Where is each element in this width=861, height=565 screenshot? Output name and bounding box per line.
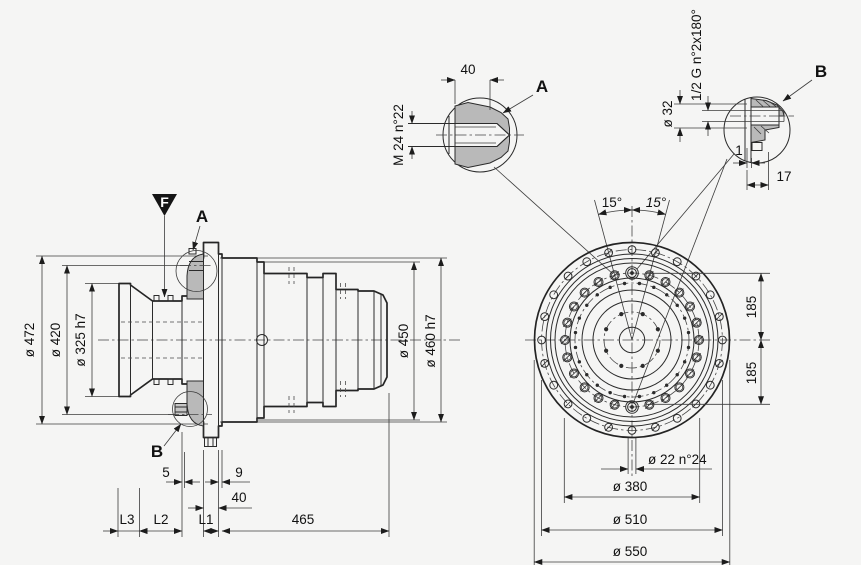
dim-row-40: 40 (188, 490, 252, 511)
step-lines (130, 242, 382, 438)
detail-b-dim-1: 1 (735, 143, 743, 158)
section-a-label: A (196, 207, 208, 226)
dim-l3: L3 (119, 512, 134, 527)
dim-row-lengths: L3 L2 L1 465 (103, 512, 390, 534)
flange-outer-circle (533, 241, 731, 439)
input-screws (153, 295, 174, 385)
dim-dia-380: ø 380 (613, 479, 648, 494)
dim-dia-450: ø 450 (396, 324, 411, 359)
detail-a: 40 M 24 n°22 A (391, 62, 614, 275)
dim-l1: L1 (198, 512, 213, 527)
face-hole (256, 334, 268, 346)
detail-b: ø 32 1/2 G n°2x180° 1 17 B (633, 9, 827, 402)
body-screws (288, 267, 346, 413)
dim-dia-510: ø 510 (613, 512, 648, 527)
boss-top (175, 248, 218, 300)
detail-b-title: B (815, 62, 827, 81)
detail-b-dia-32: ø 32 (660, 100, 675, 127)
side-dimensions: ø 472 ø 420 ø 325 h7 ø 450 ø 460 h7 (22, 255, 444, 425)
dim-185-upper: 185 (744, 296, 759, 319)
force-direction-marker: F (152, 194, 177, 298)
side-view: F A B ø 472 ø 420 ø 325 h7 ø 450 ø 460 h… (22, 194, 462, 537)
section-b-label: B (151, 442, 163, 461)
detail-b-region-circle (172, 391, 208, 427)
dim-5: 5 (162, 465, 170, 480)
dim-185-lower: 185 (744, 362, 759, 385)
detail-b-port-label: 1/2 G n°2x180° (689, 9, 704, 101)
hatch-lines (753, 99, 777, 135)
detail-a-thread-label: M 24 n°22 (391, 104, 406, 166)
dim-40: 40 (231, 490, 246, 505)
detail-a-region-circle (175, 250, 218, 292)
dim-465: 465 (292, 512, 315, 527)
detail-a-dim-40: 40 (460, 62, 475, 77)
f-marker-label: F (160, 194, 169, 210)
dim-dia-420: ø 420 (48, 323, 63, 358)
detail-b-dim-17: 17 (776, 169, 791, 184)
dim-holes-22: ø 22 n°24 (648, 452, 707, 467)
dim-angle-left: 15° (602, 195, 622, 210)
dim-l2: L2 (153, 512, 168, 527)
boss-bottom (168, 380, 212, 427)
dim-dia-460: ø 460 h7 (423, 314, 438, 367)
flange-stud (204, 437, 217, 447)
bolt-hole-pattern (537, 245, 727, 435)
front-view: 15° 15° 185 185 ø 22 n°24 ø 380 ø 510 (525, 195, 772, 565)
detail-a-title: A (536, 77, 548, 96)
center-bore (618, 326, 646, 354)
dim-dia-472: ø 472 (22, 323, 37, 358)
dim-angle-right: 15° (646, 195, 667, 210)
dim-9: 9 (235, 465, 243, 480)
dim-dia-550: ø 550 (613, 544, 648, 559)
dim-dia-325: ø 325 h7 (73, 313, 88, 366)
front-extension-lines (533, 360, 731, 565)
dim-row-small: 5 9 (162, 465, 250, 485)
